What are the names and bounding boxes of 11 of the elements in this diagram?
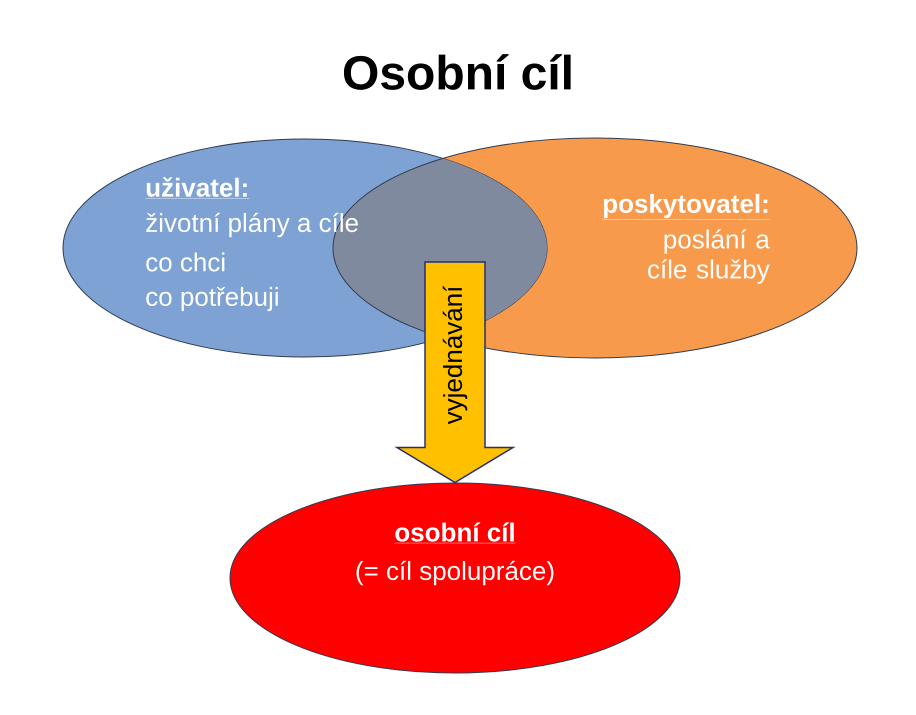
ellipse-text: poslání a cíle služby: [648, 229, 770, 284]
ellipse-heading: uživatel:: [145, 177, 250, 198]
ellipse-heading: poskytovatel:: [602, 194, 770, 220]
ellipse-heading: osobní cíl: [394, 522, 516, 544]
title: Osobní cíl: [344, 54, 571, 90]
ellipse: [230, 482, 680, 674]
ellipse-text: co chci: [146, 252, 224, 272]
ellipse-text: (= cíl spolupráce): [356, 560, 554, 586]
ellipse-text: co potřebuji: [146, 286, 278, 312]
edge-label: vyjednávání: [442, 286, 468, 424]
block-arrow: [394, 261, 516, 484]
